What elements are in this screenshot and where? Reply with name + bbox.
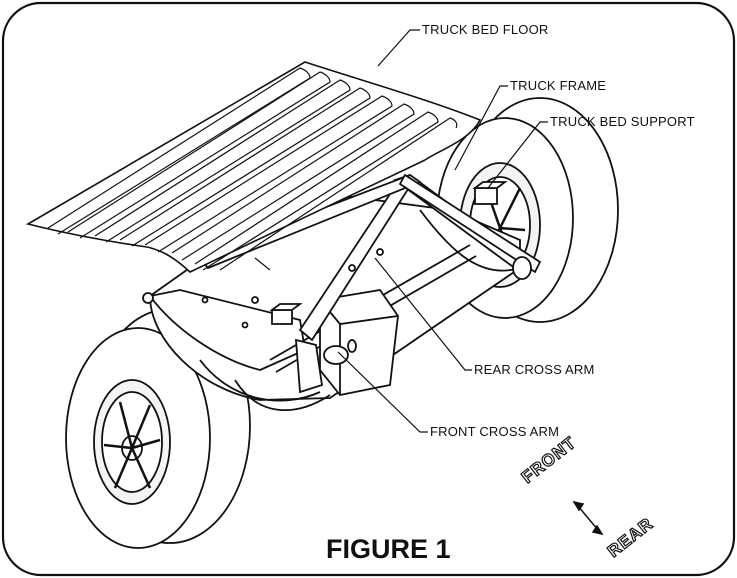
label-front-cross-arm: FRONT CROSS ARM — [430, 424, 560, 439]
label-truck-bed-support: TRUCK BED SUPPORT — [550, 114, 695, 129]
chassis — [142, 173, 542, 411]
leader-lines — [254, 29, 548, 433]
label-rear-cross-arm: REAR CROSS ARM — [474, 362, 595, 377]
label-truck-bed-floor: TRUCK BED FLOOR — [422, 22, 549, 37]
figure-title: FIGURE 1 — [326, 534, 451, 564]
front-left-wheel — [65, 308, 251, 549]
label-truck-frame: TRUCK FRAME — [510, 78, 607, 93]
direction-arrow-icon — [572, 500, 604, 536]
truck-bed-floor — [25, 61, 482, 273]
